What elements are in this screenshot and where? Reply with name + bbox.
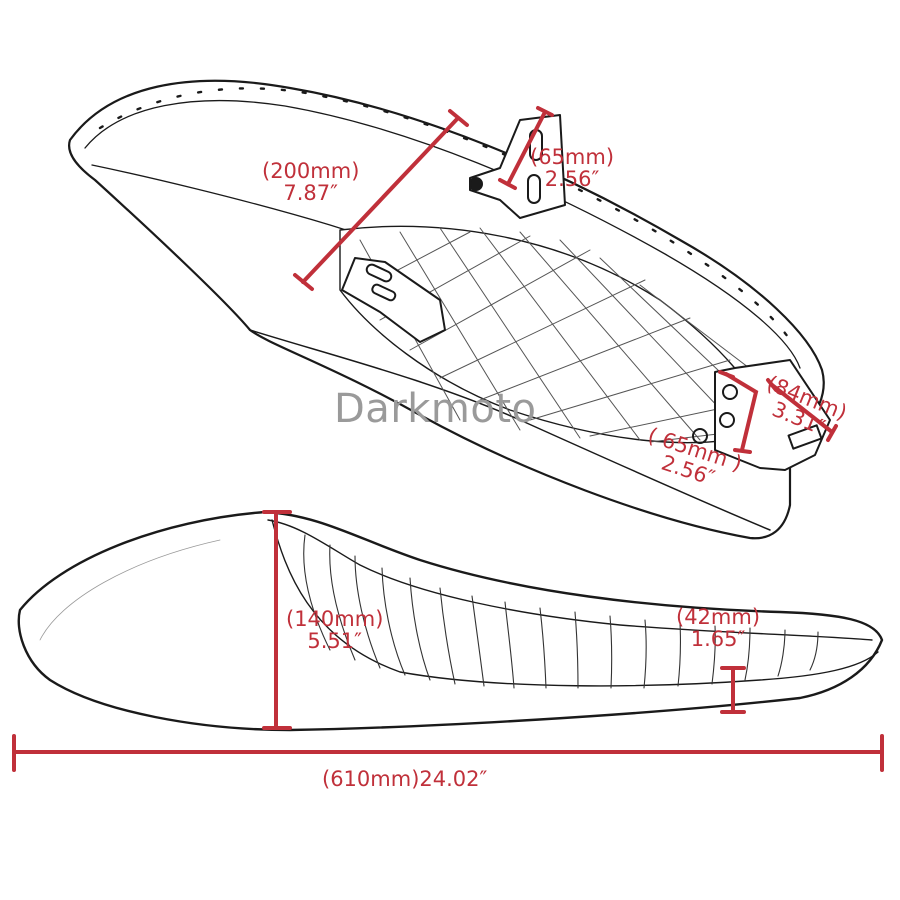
label-top-bracket-in: 2.56″	[544, 167, 600, 191]
watermark: Darkmoto	[334, 386, 537, 432]
middle-bracket	[341, 257, 446, 343]
label-top-width-mm: (200mm)	[262, 159, 360, 183]
label-total-length: (610mm)24.02″	[322, 767, 488, 791]
label-top-width: (200mm) 7.87″	[262, 160, 359, 204]
label-front-height: (42mm) 1.65″	[676, 606, 760, 650]
label-top-width-in: 7.87″	[283, 181, 338, 205]
diamond-quilting	[359, 227, 769, 443]
label-hump-height: (140mm) 5.51″	[286, 608, 383, 652]
label-front-height-mm: (42mm)	[676, 605, 761, 629]
label-hump-height-mm: (140mm)	[286, 607, 384, 631]
dim-line-top-bracket	[506, 110, 547, 186]
pleats	[303, 534, 819, 689]
seat-top-view	[68, 79, 831, 540]
label-top-bracket: (65mm) 2.56″	[530, 146, 614, 190]
dim-line-rear-bracket	[724, 372, 759, 452]
label-front-height-in: 1.65″	[690, 627, 746, 651]
seat-side-view	[17, 510, 884, 732]
label-hump-height-in: 5.51″	[307, 629, 362, 653]
dimension-lines	[12, 106, 884, 772]
stitching	[98, 87, 792, 342]
label-top-bracket-mm: (65mm)	[530, 145, 615, 169]
dim-line-rear-width	[770, 383, 834, 434]
dim-line-top-width	[301, 116, 460, 284]
